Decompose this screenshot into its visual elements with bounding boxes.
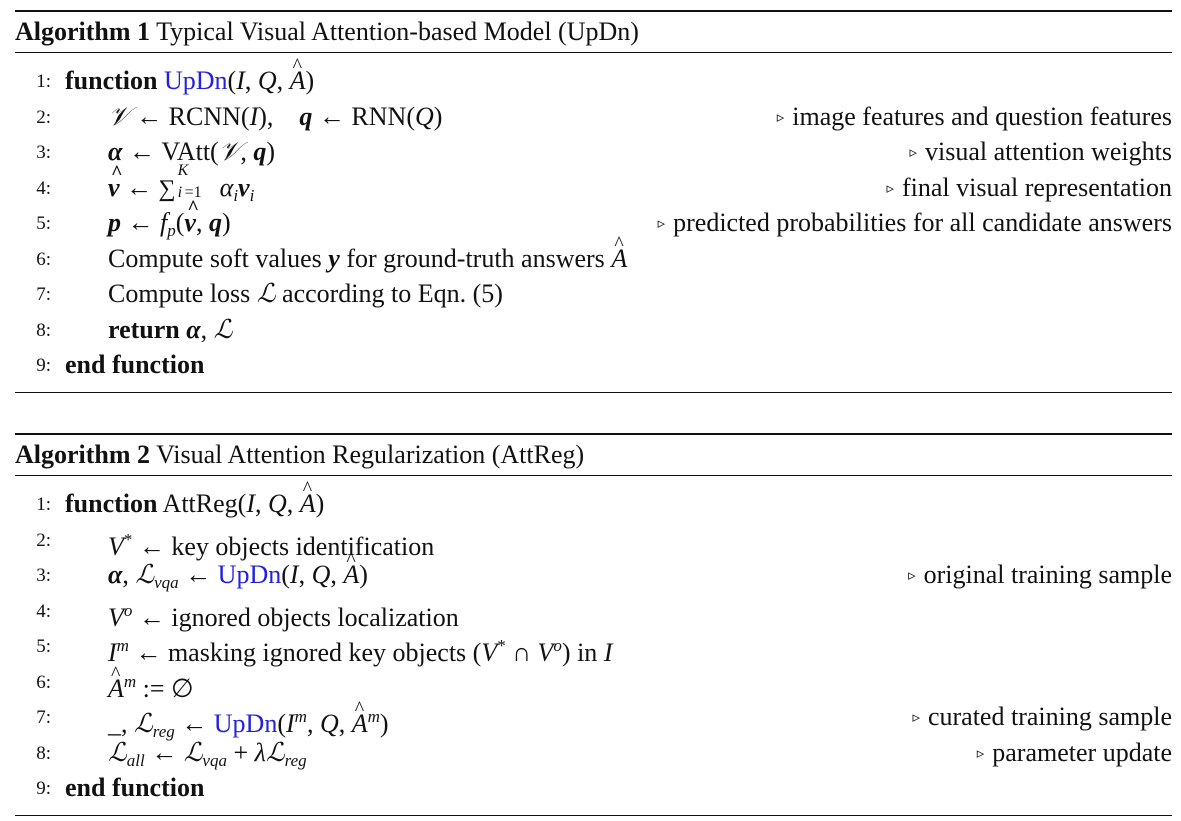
line-comment: ▹predicted probabilities for all candida… <box>657 208 1172 237</box>
line-code: V* ← key objects identification <box>108 529 435 561</box>
line-number: 2: <box>36 529 51 551</box>
algorithm-caption: Algorithm 1 Typical Visual Attention-bas… <box>15 12 1172 52</box>
line-number: 1: <box>36 71 51 92</box>
line-code: Am := ∅ <box>108 659 194 704</box>
line-code: _, ℒreg ← UpDn(Im, Q, Am) <box>108 694 389 747</box>
line-code: 𝒱 ← RCNN(I), q ← RNN(Q) <box>108 101 443 132</box>
top-rule <box>15 433 1172 435</box>
algo-line: 5: p ← fp(v, q) ▹predicted probabilities… <box>15 193 1172 246</box>
line-code: Compute loss ℒ according to Eqn. (5) <box>108 279 503 309</box>
line-number: 7: <box>36 284 51 305</box>
line-number: 6: <box>36 248 51 270</box>
algorithm-2: Algorithm 2 Visual Attention Regularizat… <box>15 433 1172 816</box>
line-code: α, ℒvqa ← UpDn(I, Q, A) <box>108 545 368 598</box>
caption-rule <box>15 475 1172 476</box>
algo-line: 6: Am := ∅ <box>15 659 1172 704</box>
line-comment: ▹image features and question features <box>776 101 1172 131</box>
line-number: 4: <box>36 600 51 622</box>
line-comment: ▹final visual representation <box>886 172 1172 202</box>
line-code: function AttReg(I, Q, A) <box>65 474 324 519</box>
algorithm-caption: Algorithm 2 Visual Attention Regularizat… <box>15 435 1172 475</box>
line-comment: ▹curated training sample <box>912 702 1172 731</box>
line-number: 2: <box>36 106 51 128</box>
bottom-rule <box>15 391 1172 393</box>
algo-line: 8: return α, ℒ <box>15 315 1172 351</box>
line-code: Compute soft values y for ground-truth a… <box>108 229 627 274</box>
line-number: 9: <box>36 355 51 376</box>
line-number: 8: <box>36 319 51 341</box>
algo-line: 1: function UpDn(I, Q, A) <box>15 51 1172 102</box>
algorithm-title: Visual Attention Regularization (AttReg) <box>156 440 585 469</box>
line-number: 3: <box>36 142 51 163</box>
line-comment: ▹visual attention weights <box>909 137 1173 166</box>
line-number: 4: <box>36 177 51 199</box>
line-number: 1: <box>36 494 51 515</box>
line-number: 8: <box>36 742 51 764</box>
line-code: function UpDn(I, Q, A) <box>65 51 314 96</box>
algo-line: 3: α ← VAtt(𝒱, q) ▹visual attention weig… <box>15 137 1172 173</box>
line-number: 7: <box>36 707 51 728</box>
line-code: return α, ℒ <box>108 314 233 345</box>
algorithm-body: 1: function UpDn(I, Q, A) 2: 𝒱 ← RCNN(I)… <box>15 51 1172 392</box>
algorithm-body: 1: function AttReg(I, Q, A) 2: V* ← key … <box>15 474 1172 815</box>
top-rule <box>15 10 1172 12</box>
function-name: UpDn <box>163 66 228 95</box>
algo-line: 7: _, ℒreg ← UpDn(Im, Q, Am) ▹curated tr… <box>15 694 1172 741</box>
algorithm-1: Algorithm 1 Typical Visual Attention-bas… <box>15 10 1172 393</box>
algo-line: 2: V* ← key objects identification <box>15 525 1172 561</box>
line-code: Im ← masking ignored key objects (V* ∩ V… <box>108 636 613 667</box>
algo-line: 9: end function <box>15 350 1172 386</box>
algo-line: 1: function AttReg(I, Q, A) <box>15 474 1172 525</box>
line-number: 6: <box>36 671 51 693</box>
bottom-rule <box>15 814 1172 816</box>
function-name: UpDn <box>213 709 278 738</box>
algo-line: 8: ℒall ← ℒvqa + λℒreg ▹parameter update <box>15 738 1172 774</box>
algo-line: 3: α, ℒvqa ← UpDn(I, Q, A) ▹original tra… <box>15 545 1172 598</box>
algo-line: 4: Vo ← ignored objects localization <box>15 596 1172 632</box>
algorithm-title: Typical Visual Attention-based Model (Up… <box>156 17 639 46</box>
line-code: Vo ← ignored objects localization <box>108 600 459 632</box>
line-code: p ← fp(v, q) <box>108 193 231 246</box>
function-name: UpDn <box>217 560 282 589</box>
caption-rule <box>15 52 1172 53</box>
line-comment: ▹parameter update <box>976 737 1172 767</box>
algo-line: 7: Compute loss ℒ according to Eqn. (5) <box>15 279 1172 315</box>
line-code: ℒall ← ℒvqa + λℒreg <box>108 737 307 770</box>
line-number: 9: <box>36 778 51 799</box>
line-code: end function <box>65 773 205 802</box>
function-name: AttReg <box>162 489 238 518</box>
line-code: α ← VAtt(𝒱, q) <box>108 137 276 167</box>
line-code: end function <box>65 350 205 379</box>
line-number: 5: <box>36 213 51 234</box>
line-comment: ▹original training sample <box>908 560 1172 589</box>
algo-line: 6: Compute soft values y for ground-trut… <box>15 229 1172 280</box>
algo-line: 9: end function <box>15 773 1172 809</box>
algo-line: 2: 𝒱 ← RCNN(I), q ← RNN(Q) ▹image featur… <box>15 102 1172 138</box>
algo-line: 5: Im ← masking ignored key objects (V* … <box>15 631 1172 667</box>
line-number: 5: <box>36 636 51 657</box>
line-number: 3: <box>36 565 51 586</box>
algorithm-label: Algorithm 1 <box>15 17 151 46</box>
algorithm-label: Algorithm 2 <box>15 440 151 469</box>
